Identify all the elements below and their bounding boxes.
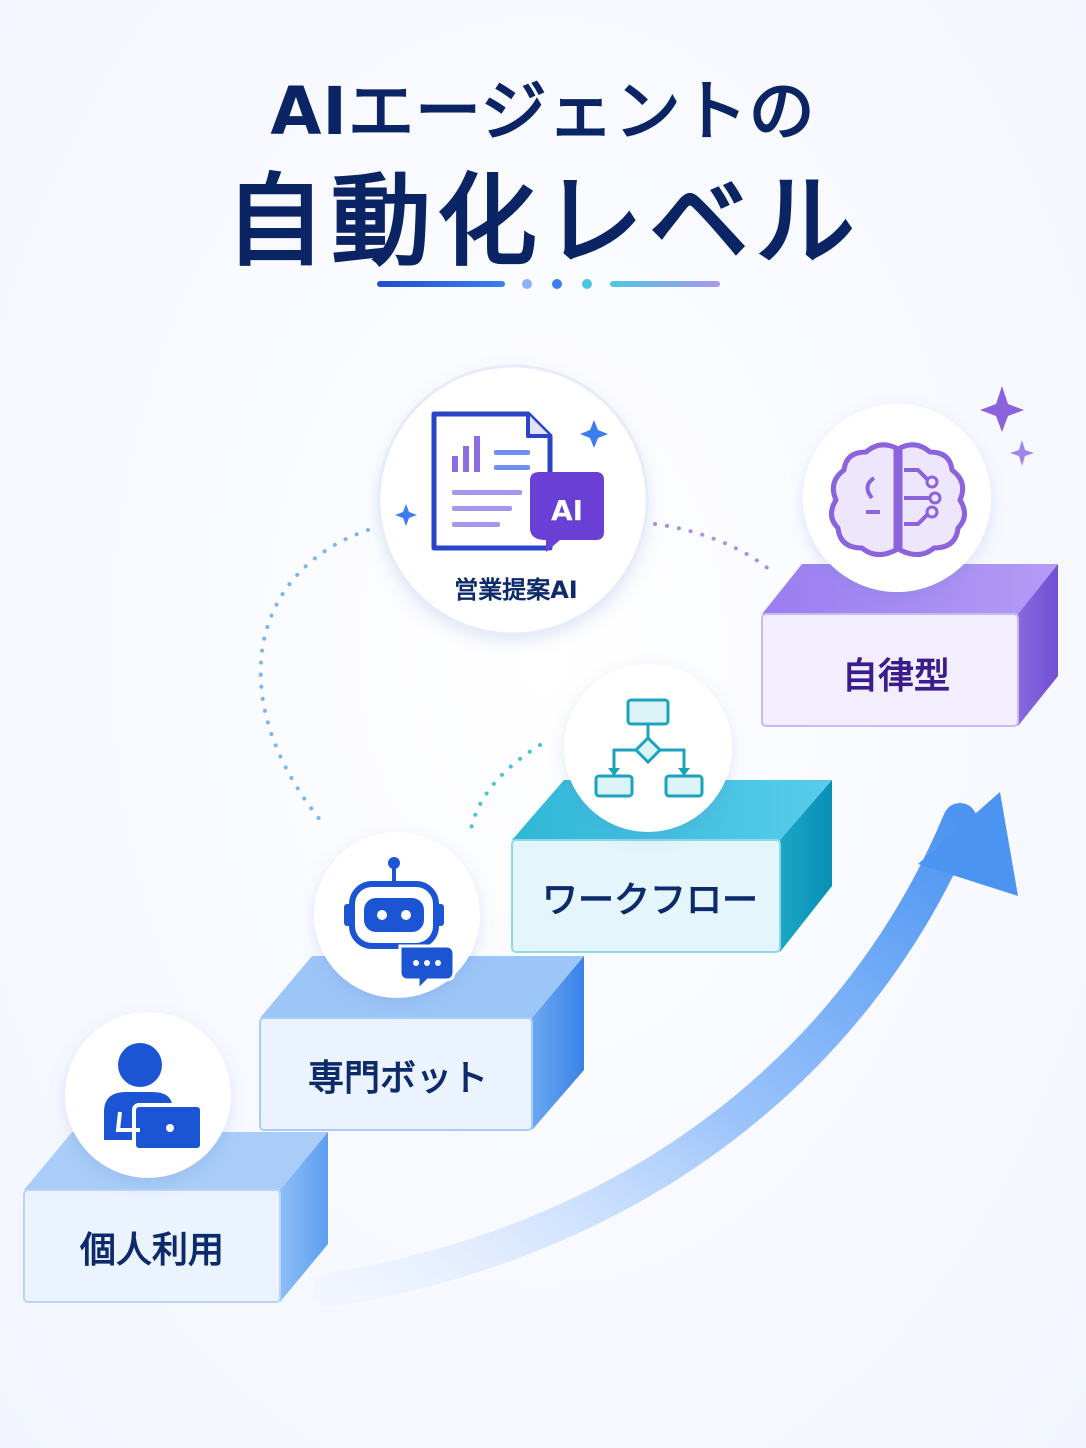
level-3-label: ワークフロー <box>542 880 758 921</box>
robot-chat-icon <box>314 832 480 998</box>
sparkle-icon <box>395 420 608 526</box>
sparkle-icon <box>980 386 1034 466</box>
dotted-connectors <box>258 522 774 837</box>
document-ai-icon: AI <box>431 411 604 552</box>
title-line-1: AIエージェントの <box>270 73 816 150</box>
flowchart-icon <box>564 664 732 832</box>
featured-label: 営業提案AI <box>454 576 578 604</box>
person-laptop-icon <box>65 1012 231 1178</box>
brain-circuit-icon <box>803 404 991 592</box>
level-2-label: 専門ボット <box>308 1058 488 1099</box>
step-4-block <box>761 564 1058 727</box>
ai-badge-text: AI <box>551 494 583 527</box>
title-line-2: 自動化レベル <box>225 163 861 280</box>
title-underline <box>377 279 720 289</box>
level-1-label: 個人利用 <box>79 1230 224 1271</box>
level-4-label: 自律型 <box>842 656 950 697</box>
growth-arrow <box>313 792 1018 1307</box>
